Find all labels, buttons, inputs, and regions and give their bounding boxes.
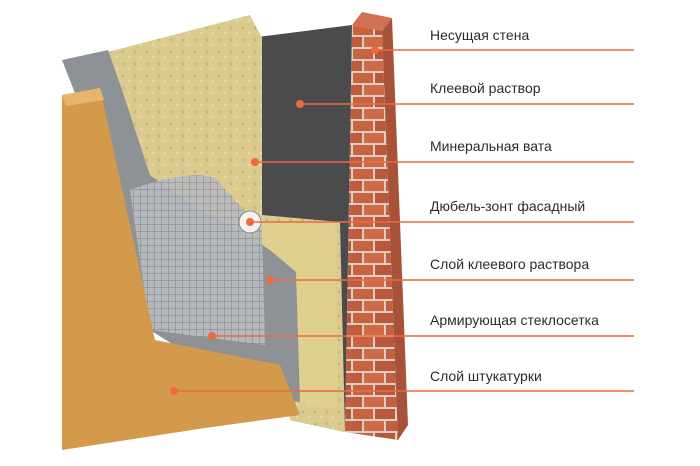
brick-wall-side [382, 18, 408, 440]
leader-dot-7 [170, 387, 178, 395]
reinforcing-mesh [130, 175, 265, 345]
label-mineral-wool: Минеральная вата [430, 138, 552, 154]
label-facade-dowel: Дюбель-зонт фасадный [430, 198, 586, 214]
label-plaster-layer: Слой штукатурки [430, 368, 542, 384]
label-reinforcing-mesh: Армирующая стеклосетка [430, 312, 599, 328]
leader-dot-5 [266, 276, 274, 284]
brick-wall-top [352, 12, 392, 31]
leader-dot-4 [246, 218, 254, 226]
leader-lines [170, 46, 634, 395]
leader-dot-1 [371, 46, 379, 54]
label-adhesive-mortar: Клеевой раствор [430, 80, 541, 96]
leader-dot-2 [296, 100, 304, 108]
leader-dot-3 [251, 158, 259, 166]
label-load-bearing-wall: Несущая стена [430, 27, 530, 43]
plaster-layer [62, 88, 300, 450]
plaster-edge [62, 88, 104, 106]
label-adhesive-layer: Слой клеевого раствора [430, 256, 590, 272]
leader-dot-6 [208, 332, 216, 340]
